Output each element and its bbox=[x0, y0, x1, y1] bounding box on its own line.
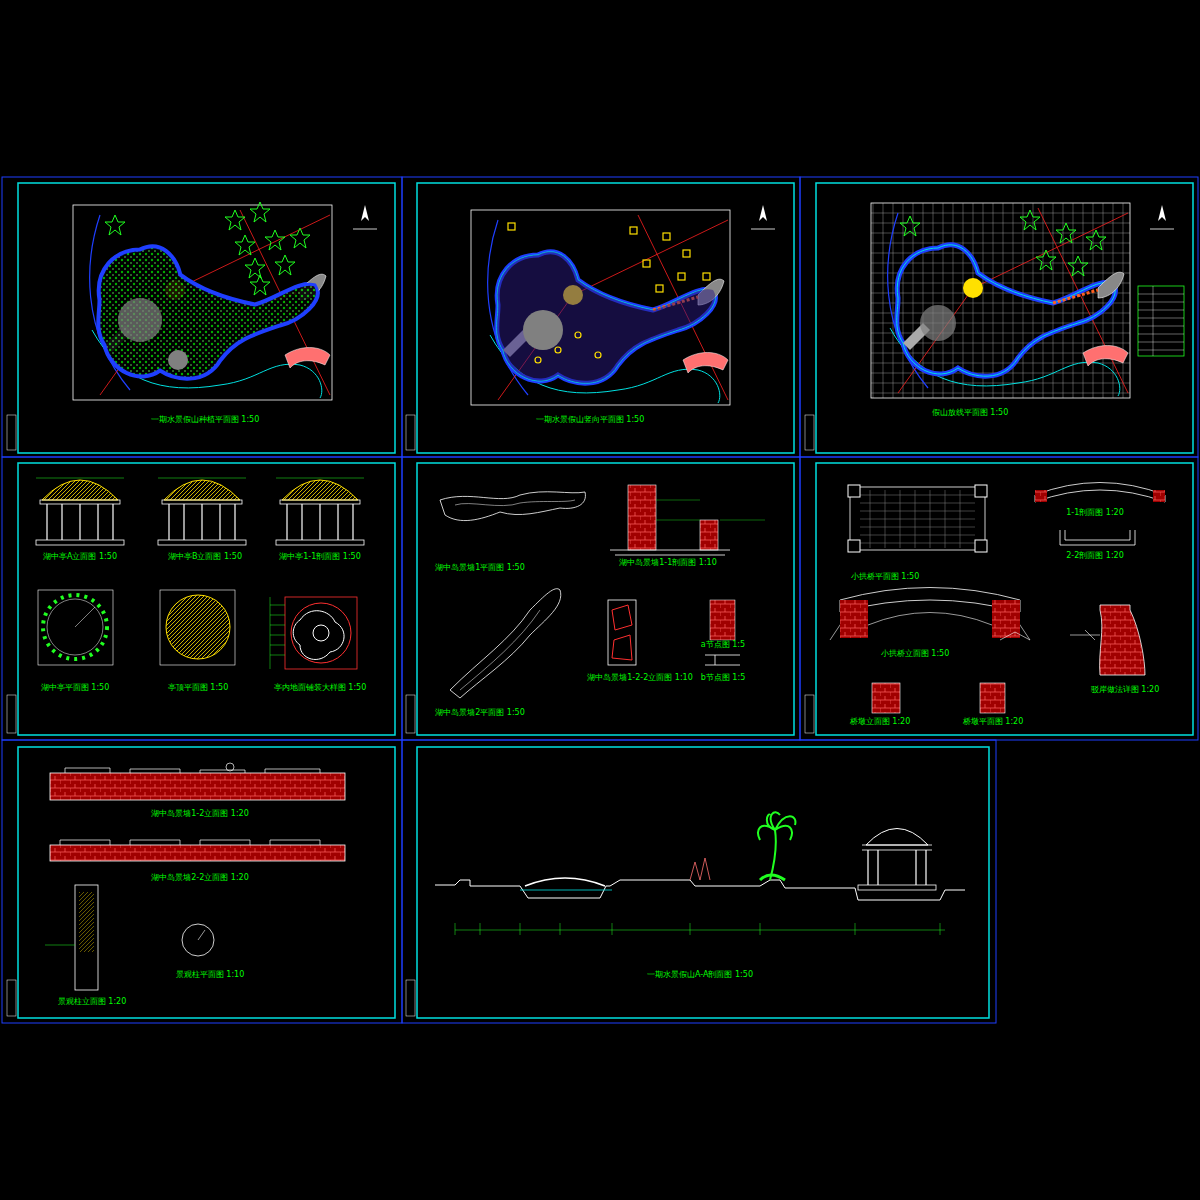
drawing-title: 湖中岛景墙1平面图 1:50 bbox=[433, 564, 527, 573]
drawing-title: 景观柱平面图 1:10 bbox=[174, 971, 247, 980]
drawing-title: 亭顶平面图 1:50 bbox=[166, 684, 231, 693]
drawing-title: 小拱桥立面图 1:50 bbox=[879, 650, 952, 659]
drawing-title: 假山放线平面图 1:50 bbox=[930, 409, 1011, 418]
drawing-title: 湖中亭A立面图 1:50 bbox=[41, 553, 119, 562]
drawing-title: 一期水景假山竖向平面图 1:50 bbox=[534, 416, 647, 425]
drawing-title: 桥墩平面图 1:20 bbox=[961, 718, 1026, 727]
drawing-title: 湖中亭B立面图 1:50 bbox=[166, 553, 244, 562]
drawing-title: 湖中岛景墙2-2立面图 1:20 bbox=[149, 874, 251, 883]
drawing-title: 湖中亭平面图 1:50 bbox=[39, 684, 112, 693]
drawing-title: 一期水景假山A-A剖面图 1:50 bbox=[645, 971, 755, 980]
drawing-title: 一期水景假山种植平面图 1:50 bbox=[149, 416, 262, 425]
drawing-title: 驳岸做法详图 1:20 bbox=[1089, 686, 1162, 695]
drawing-title: 2-2剖面图 1:20 bbox=[1064, 552, 1126, 561]
drawing-title: a节点图 1:5 bbox=[699, 641, 747, 650]
drawing-title: 湖中岛景墙1-2-2立面图 1:10 bbox=[585, 674, 695, 683]
drawing-title: 湖中亭1-1剖面图 1:50 bbox=[277, 553, 363, 562]
drawing-title: 亭内地面铺装大样图 1:50 bbox=[272, 684, 369, 693]
drawing-title: 景观柱立面图 1:20 bbox=[56, 998, 129, 1007]
drawing-title: 湖中岛景墙1-1剖面图 1:10 bbox=[617, 559, 719, 568]
drawing-title: 湖中岛景墙1-2立面图 1:20 bbox=[149, 810, 251, 819]
drawing-title: 湖中岛景墙2平面图 1:50 bbox=[433, 709, 527, 718]
drawing-title: b节点图 1:5 bbox=[699, 674, 748, 683]
drawing-title: 1-1剖面图 1:20 bbox=[1064, 509, 1126, 518]
drawing-title: 小拱桥平面图 1:50 bbox=[849, 573, 922, 582]
drawing-title: 桥墩立面图 1:20 bbox=[848, 718, 913, 727]
